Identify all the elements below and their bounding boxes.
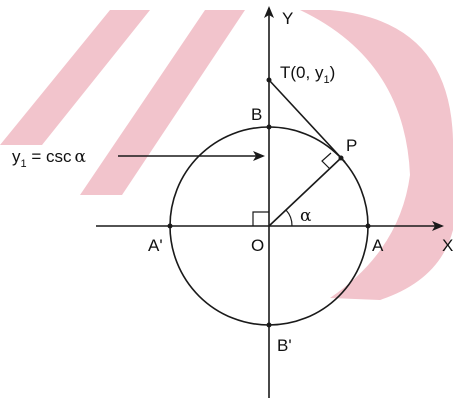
point-a-dot <box>365 223 371 229</box>
tangent-line-tp <box>268 79 346 163</box>
point-p-label: P <box>346 136 357 155</box>
watermark-stroke-left <box>0 10 150 145</box>
annotation-equals: = csc <box>27 147 72 166</box>
angle-arc-alpha <box>285 209 293 227</box>
point-b-dot <box>266 124 272 130</box>
point-a-prime-label: A' <box>148 236 163 255</box>
point-b-prime-dot <box>266 322 272 328</box>
watermark-stroke-right <box>300 10 453 300</box>
angle-alpha-label: α <box>300 206 312 226</box>
radius-op <box>268 157 342 227</box>
point-a-label: A <box>372 236 384 255</box>
point-t-prefix: T(0, y <box>280 63 324 82</box>
annotation-alpha: α <box>75 147 87 167</box>
annotation-subscript: 1 <box>21 158 27 170</box>
y-axis-label: Y <box>282 9 293 28</box>
right-angle-marker-o <box>252 211 269 226</box>
point-b-label: B <box>251 105 262 124</box>
x-axis-label: X <box>442 236 453 255</box>
point-t-suffix: ) <box>330 63 336 82</box>
point-t-subscript: 1 <box>323 74 329 86</box>
right-angle-marker-p <box>321 152 332 170</box>
watermark-logo <box>0 10 453 300</box>
point-b-prime-label: B' <box>277 336 292 355</box>
annotation-y: y <box>12 147 21 166</box>
point-t-label: T(0, y1) <box>280 63 335 86</box>
origin-label: O <box>251 236 264 255</box>
point-p-dot <box>338 155 344 161</box>
point-a-prime-dot <box>167 223 173 229</box>
watermark-stroke-middle <box>80 10 245 195</box>
point-t-dot <box>266 77 272 83</box>
